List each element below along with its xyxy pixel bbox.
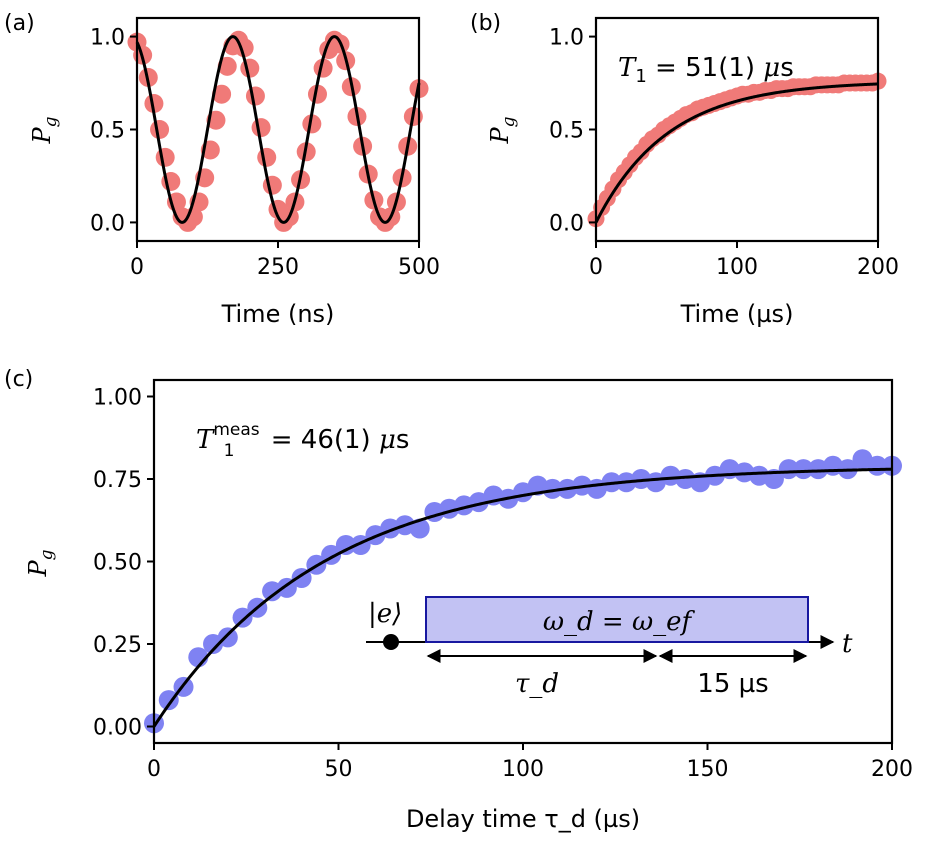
panel-c-x-axis-label: Delay time τ_d (µs) xyxy=(406,805,640,833)
panel-a-x-ticks: 0 250 500 xyxy=(130,241,440,280)
y-tick-label: 0.0 xyxy=(549,211,584,236)
y-tick-label: 1.0 xyxy=(549,26,584,51)
y-tick-label: 0.0 xyxy=(90,211,125,236)
data-point xyxy=(302,114,322,134)
data-point xyxy=(257,147,277,167)
x-tick-label: 250 xyxy=(257,255,299,280)
x-tick-label: 200 xyxy=(871,757,913,782)
data-point xyxy=(150,120,170,139)
data-point xyxy=(542,478,563,499)
data-point xyxy=(262,175,282,195)
x-tick-label: 50 xyxy=(325,757,353,782)
x-tick-label: 0 xyxy=(589,255,603,280)
y-tick-label: 0.5 xyxy=(90,119,125,144)
panel-b-x-ticks: 0 100 200 xyxy=(589,241,899,280)
y-tick-label: 1.00 xyxy=(93,386,142,411)
data-point xyxy=(240,58,260,78)
inset-delay-label: τ_d xyxy=(515,669,559,699)
panel-a-label: (a) xyxy=(4,11,35,36)
panel-b-x-axis-label: Time (µs) xyxy=(680,300,794,328)
panel-a-y-axis-label: Pg xyxy=(28,116,61,144)
panel-c-label: (c) xyxy=(4,367,33,392)
panel-b-label: (b) xyxy=(470,11,501,36)
x-tick-label: 100 xyxy=(502,757,544,782)
x-tick-label: 150 xyxy=(687,757,729,782)
data-point xyxy=(217,56,237,76)
y-tick-label: 0.50 xyxy=(93,551,142,576)
panel-c: (c) 0 50 100 150 200 0.00 0.25 0.50 0.75 1.00 Tm… xyxy=(4,367,913,833)
inset-pulse-label: ω_d = ω_ef xyxy=(543,607,696,637)
y-tick-label: 0.00 xyxy=(93,716,142,741)
x-tick-label: 200 xyxy=(857,255,899,280)
panel-b-t1-annotation: T1 = 51(1) μs xyxy=(618,53,794,87)
x-tick-label: 0 xyxy=(130,255,144,280)
data-point xyxy=(245,86,265,106)
panel-b-y-axis-label: Pg xyxy=(486,116,519,144)
data-point xyxy=(251,118,271,138)
data-point xyxy=(232,607,253,628)
data-point xyxy=(778,459,799,480)
data-point xyxy=(335,535,356,555)
inset-drive-pulse xyxy=(425,596,809,643)
panel-a: (a) 0 250 500 0.0 0.5 1.0 Time (ns) Pg xyxy=(4,11,440,328)
panel-a-x-axis-label: Time (ns) xyxy=(221,300,335,328)
panel-b-fit-line xyxy=(594,82,879,224)
panel-a-fit-line xyxy=(135,35,421,224)
x-tick-label: 500 xyxy=(398,255,440,280)
panel-b: (b) 0 100 200 0.0 0.5 1.0 T1 = 51(1) μs Time… xyxy=(470,11,899,328)
panel-c-y-axis-label: Pg xyxy=(24,549,57,577)
y-tick-label: 0.25 xyxy=(93,633,142,658)
data-point xyxy=(217,627,238,648)
inset-state-dot xyxy=(383,634,399,650)
data-point xyxy=(793,459,814,480)
data-point xyxy=(158,690,179,711)
panel-c-x-ticks: 0 50 100 150 200 xyxy=(147,743,913,782)
x-tick-label: 0 xyxy=(147,757,161,782)
inset-axis-label: t xyxy=(842,629,853,659)
panel-a-y-ticks: 0.0 0.5 1.0 xyxy=(90,26,137,236)
pulse-sequence-inset: |e⟩ ω_d = ω_ef t τ_d 15 µs xyxy=(366,596,853,699)
inset-state-label: |e⟩ xyxy=(368,599,402,629)
panel-b-data-points xyxy=(587,72,887,228)
data-point xyxy=(155,147,175,167)
y-tick-label: 1.0 xyxy=(90,26,125,51)
y-tick-label: 0.75 xyxy=(93,468,142,493)
data-point xyxy=(307,84,327,104)
panel-b-y-ticks: 0.0 0.5 1.0 xyxy=(549,26,596,236)
panel-c-y-ticks: 0.00 0.25 0.50 0.75 1.00 xyxy=(93,386,154,741)
panel-c-fit-line xyxy=(152,467,893,728)
data-point xyxy=(212,84,232,104)
panel-b-axes-frame xyxy=(594,16,880,243)
y-tick-label: 0.5 xyxy=(549,119,584,144)
data-point xyxy=(144,93,164,113)
x-tick-label: 100 xyxy=(716,255,758,280)
inset-duration-label: 15 µs xyxy=(697,669,768,699)
